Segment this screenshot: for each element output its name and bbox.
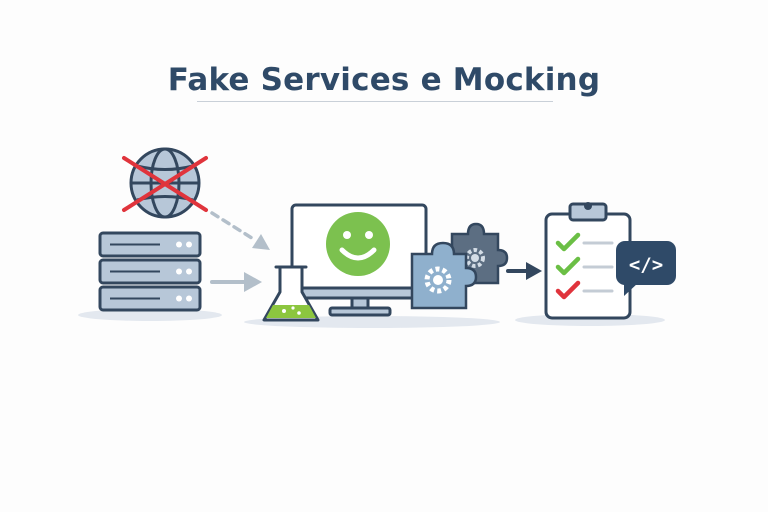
- server-shadow: [78, 309, 222, 321]
- check-icon-red: [555, 280, 581, 300]
- monitor-smiley-icon: [290, 203, 428, 317]
- dashed-arrow: [210, 211, 270, 250]
- server-unit: [98, 231, 202, 258]
- page-title: Fake Services e Mocking: [167, 62, 601, 98]
- flask-icon: [262, 265, 320, 322]
- smiley-face-icon: [326, 212, 390, 276]
- gear-icon: [424, 266, 452, 294]
- code-symbol: </>: [629, 254, 663, 276]
- check-icon: [555, 256, 581, 276]
- server-to-test-arrow: [210, 272, 262, 292]
- check-icon: [555, 232, 581, 252]
- title-underline: [197, 101, 553, 102]
- red-x-icon: [122, 156, 208, 212]
- puzzle-gear-icon: [410, 222, 509, 310]
- clipboard-checklist-icon: [544, 202, 632, 320]
- code-bubble-icon: </>: [616, 241, 676, 296]
- server-unit: [98, 285, 202, 312]
- puzzle-piece-light: [410, 241, 478, 310]
- server-rack-icon: [98, 231, 202, 312]
- server-unit: [98, 258, 202, 285]
- app-to-results-arrow: [506, 262, 542, 280]
